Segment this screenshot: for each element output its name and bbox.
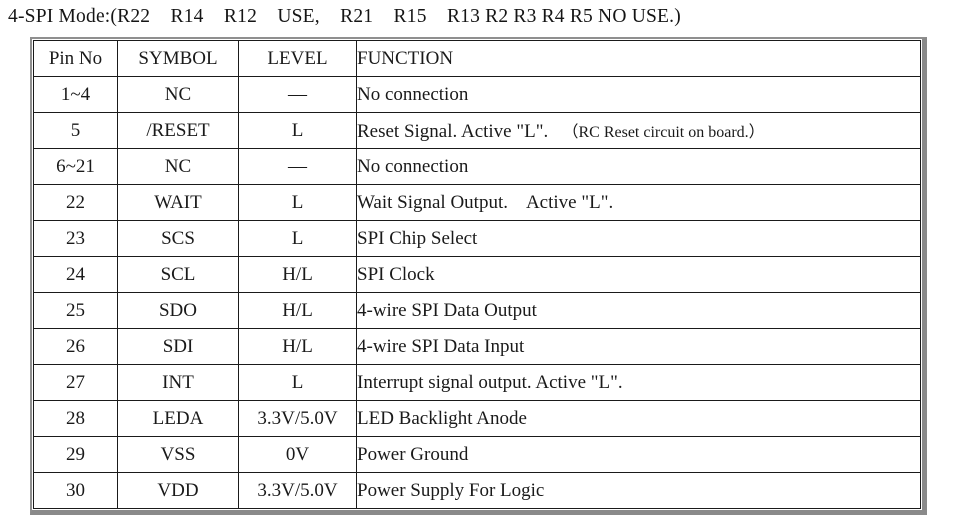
table-row: 30 VDD 3.3V/5.0V Power Supply For Logic [33, 472, 921, 509]
function-text: SPI Clock [357, 263, 435, 285]
symbol-cell: WAIT [117, 184, 239, 221]
function-cell: 4-wire SPI Data Output [356, 292, 921, 329]
table-row: 29 VSS 0V Power Ground [33, 436, 921, 473]
symbol-cell: SDI [117, 328, 239, 365]
header-row: Pin No SYMBOL LEVEL FUNCTION [33, 40, 921, 77]
pin-cell: 1~4 [33, 76, 118, 113]
table-row: 23 SCS L SPI Chip Select [33, 220, 921, 257]
symbol-cell: VSS [117, 436, 239, 473]
level-cell: L [238, 364, 357, 401]
level-cell: — [238, 148, 357, 185]
table-row: 6~21 NC — No connection [33, 148, 921, 185]
level-cell: L [238, 220, 357, 257]
function-text: Power Ground [357, 443, 469, 465]
function-cell: Power Supply For Logic [356, 472, 921, 509]
function-text: Wait Signal Output. Active "L". [357, 191, 614, 213]
pin-cell: 30 [33, 472, 118, 509]
level-cell: — [238, 76, 357, 113]
function-cell: Power Ground [356, 436, 921, 473]
table-row: 26 SDI H/L 4-wire SPI Data Input [33, 328, 921, 365]
function-text: 4-wire SPI Data Output [357, 299, 537, 321]
level-cell: L [238, 112, 357, 149]
function-cell: No connection [356, 76, 921, 113]
pin-cell: 5 [33, 112, 118, 149]
function-text: LED Backlight Anode [357, 407, 527, 429]
function-cell: Interrupt signal output. Active "L". [356, 364, 921, 401]
symbol-cell: LEDA [117, 400, 239, 437]
header-level: LEVEL [238, 40, 357, 77]
symbol-cell: VDD [117, 472, 239, 509]
table-row: 25 SDO H/L 4-wire SPI Data Output [33, 292, 921, 329]
pin-cell: 6~21 [33, 148, 118, 185]
symbol-cell: SCL [117, 256, 239, 293]
level-cell: H/L [238, 256, 357, 293]
function-cell: LED Backlight Anode [356, 400, 921, 437]
function-cell: Wait Signal Output. Active "L". [356, 184, 921, 221]
symbol-cell: /RESET [117, 112, 239, 149]
table-row: 5 /RESET L Reset Signal. Active "L". （RC… [33, 112, 921, 149]
symbol-cell: INT [117, 364, 239, 401]
pin-cell: 23 [33, 220, 118, 257]
pin-definition-table-frame: Pin No SYMBOL LEVEL FUNCTION 1~4 NC — No… [30, 37, 927, 515]
pin-cell: 24 [33, 256, 118, 293]
table-row: 22 WAIT L Wait Signal Output. Active "L"… [33, 184, 921, 221]
pin-cell: 25 [33, 292, 118, 329]
pin-cell: 29 [33, 436, 118, 473]
function-text: 4-wire SPI Data Input [357, 335, 525, 357]
level-cell: 0V [238, 436, 357, 473]
function-cell: Reset Signal. Active "L". （RC Reset circ… [356, 112, 921, 149]
symbol-cell: SCS [117, 220, 239, 257]
function-text: No connection [357, 83, 469, 105]
symbol-cell: NC [117, 76, 239, 113]
table-row: 24 SCL H/L SPI Clock [33, 256, 921, 293]
pin-cell: 28 [33, 400, 118, 437]
pin-cell: 22 [33, 184, 118, 221]
function-cell: No connection [356, 148, 921, 185]
function-text: Reset Signal. Active "L". [357, 121, 563, 142]
level-cell: L [238, 184, 357, 221]
level-cell: 3.3V/5.0V [238, 400, 357, 437]
table-row: 28 LEDA 3.3V/5.0V LED Backlight Anode [33, 400, 921, 437]
header-symbol: SYMBOL [117, 40, 239, 77]
level-cell: 3.3V/5.0V [238, 472, 357, 509]
function-cell: 4-wire SPI Data Input [356, 328, 921, 365]
header-function: FUNCTION [356, 40, 921, 77]
function-cell: SPI Clock [356, 256, 921, 293]
function-note: （RC Reset circuit on board.） [562, 124, 765, 141]
pin-definition-table: Pin No SYMBOL LEVEL FUNCTION 1~4 NC — No… [33, 40, 921, 509]
function-cell: SPI Chip Select [356, 220, 921, 257]
function-text: SPI Chip Select [357, 227, 478, 249]
symbol-cell: NC [117, 148, 239, 185]
table-row: 27 INT L Interrupt signal output. Active… [33, 364, 921, 401]
level-cell: H/L [238, 292, 357, 329]
function-text: Power Supply For Logic [357, 479, 545, 501]
pin-cell: 26 [33, 328, 118, 365]
pin-cell: 27 [33, 364, 118, 401]
symbol-cell: SDO [117, 292, 239, 329]
function-text: Interrupt signal output. Active "L". [357, 371, 623, 393]
page-title: 4-SPI Mode:(R22 R14 R12 USE, R21 R15 R13… [8, 6, 681, 27]
header-pin-no: Pin No [33, 40, 118, 77]
function-text: No connection [357, 155, 469, 177]
table-row: 1~4 NC — No connection [33, 76, 921, 113]
level-cell: H/L [238, 328, 357, 365]
